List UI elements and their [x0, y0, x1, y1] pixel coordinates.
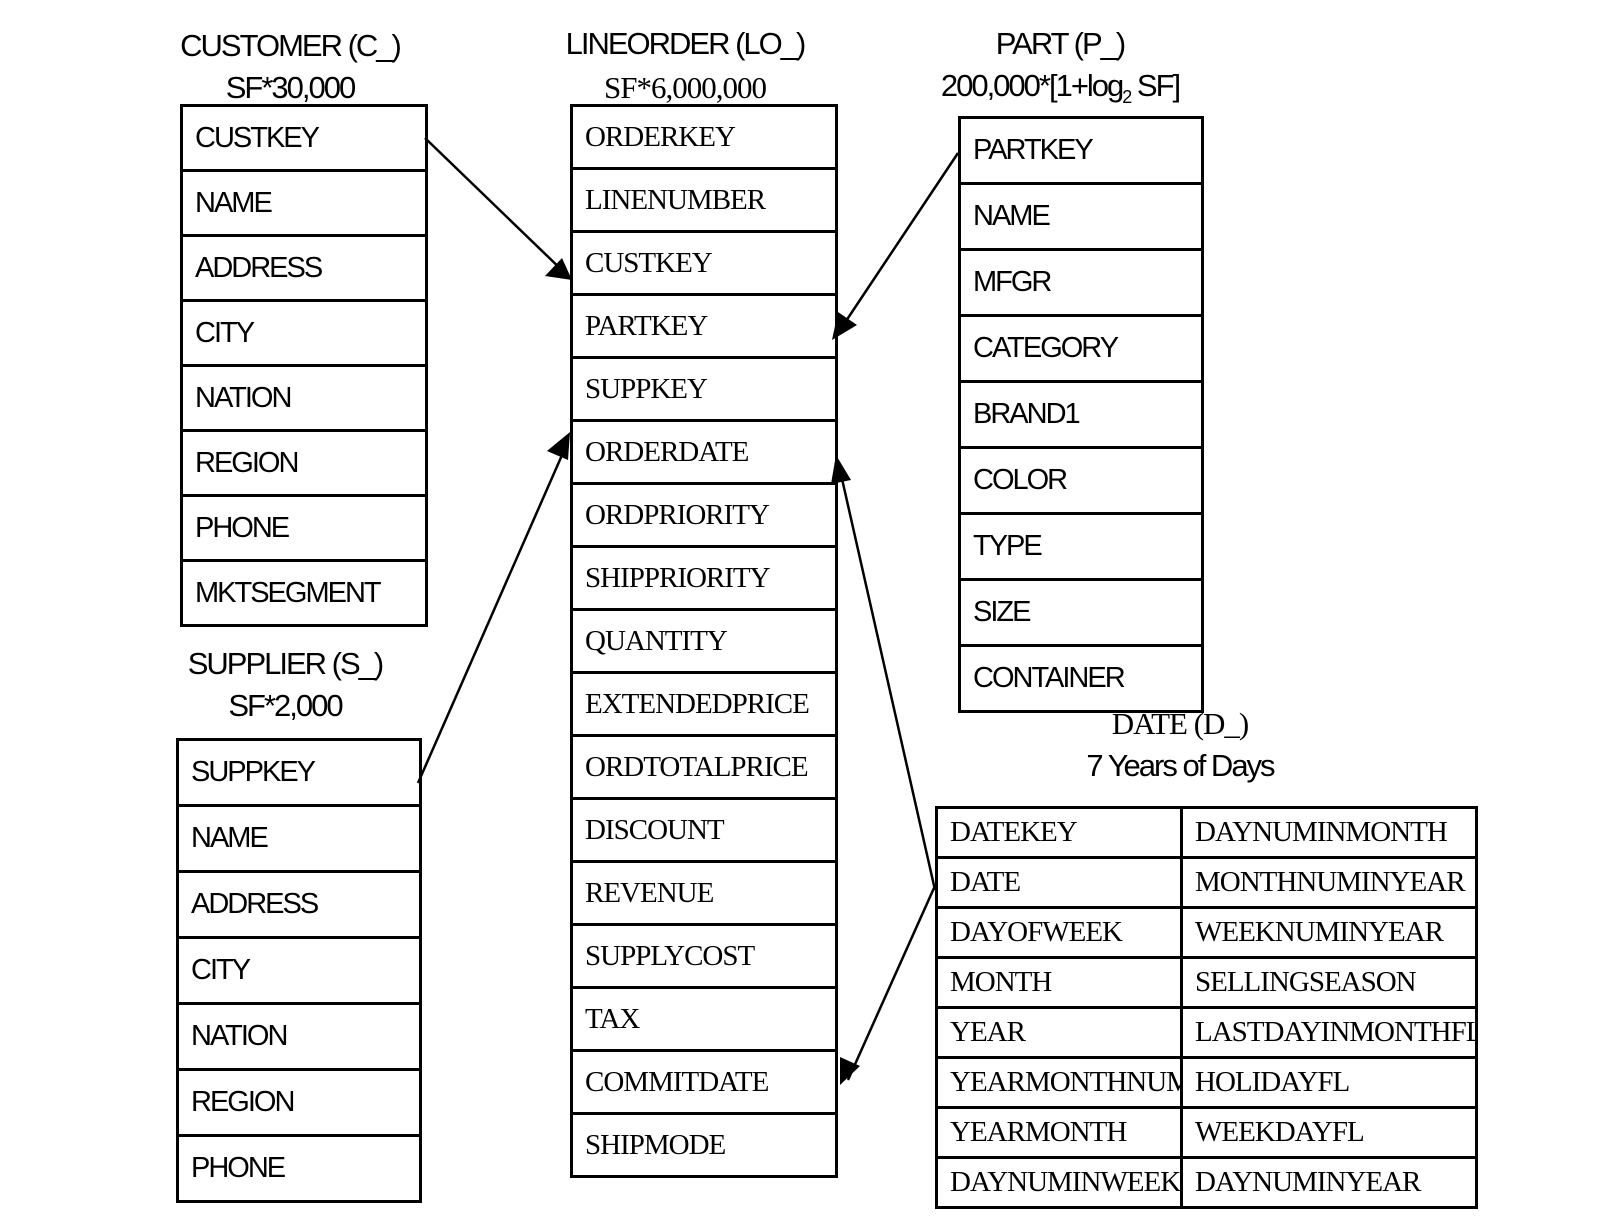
part-field-color: COLOR: [958, 446, 1204, 515]
customer-subtitle: SF*30,000: [225, 70, 357, 105]
lineorder-subtitle: SF*6,000,000: [604, 70, 767, 105]
part-field-container: CONTAINER: [958, 644, 1204, 713]
date-left-field-date: DATE: [935, 856, 1183, 909]
part-field-name: NAME: [958, 182, 1204, 251]
date-right-field-weekdayfl: WEEKDAYFL: [1180, 1106, 1478, 1159]
arrowhead-customer: [545, 258, 572, 280]
lineorder-field-ordpriority: ORDPRIORITY: [570, 482, 838, 548]
customer-title: CUSTOMER (C_): [180, 28, 402, 63]
date-right-field-daynuminmonth: DAYNUMINMONTH: [1180, 806, 1478, 859]
part-title: PART (P_): [995, 26, 1126, 61]
part-subtitle-prefix: 200,000*[1+log: [940, 68, 1124, 103]
arrowhead-supplier: [547, 432, 570, 460]
arrow-part-partkey-to-lineorder: [836, 152, 960, 334]
part-subtitle-suffix: SF]: [1130, 68, 1181, 103]
lineorder-field-supplycost: SUPPLYCOST: [570, 923, 838, 989]
part-field-category: CATEGORY: [958, 314, 1204, 383]
arrow-supplier-suppkey-to-lineorder: [416, 445, 568, 784]
customer-field-region: REGION: [180, 429, 428, 497]
lineorder-field-suppkey: SUPPKEY: [570, 356, 838, 422]
part-subtitle: 200,000*[1+log2 SF]: [890, 68, 1230, 108]
supplier-field-phone: PHONE: [176, 1134, 422, 1203]
lineorder-title: LINEORDER (LO_): [565, 26, 807, 61]
lineorder-field-shipmode: SHIPMODE: [570, 1112, 838, 1178]
date-left-field-month: MONTH: [935, 956, 1183, 1009]
arrowhead-part: [832, 312, 857, 340]
supplier-field-nation: NATION: [176, 1002, 422, 1071]
date-left-field-daynuminweek: DAYNUMINWEEK: [935, 1156, 1183, 1209]
customer-field-mktsegment: MKTSEGMENT: [180, 559, 428, 627]
part-subtitle-subscript: 2: [1122, 87, 1132, 108]
date-right-field-weeknuminyear: WEEKNUMINYEAR: [1180, 906, 1478, 959]
supplier-title: SUPPLIER (S_): [187, 646, 385, 681]
part-field-partkey: PARTKEY: [958, 116, 1204, 185]
supplier-field-city: CITY: [176, 936, 422, 1005]
arrow-date-to-orderdate: [838, 469, 937, 891]
part-field-size: SIZE: [958, 578, 1204, 647]
arrowhead-commitdate: [840, 1057, 860, 1085]
date-right-field-holidayfl: HOLIDAYFL: [1180, 1056, 1478, 1109]
arrow-date-to-commitdate: [846, 887, 936, 1081]
lineorder-field-custkey: CUSTKEY: [570, 230, 838, 296]
lineorder-field-orderdate: ORDERDATE: [570, 419, 838, 485]
part-field-mfgr: MFGR: [958, 248, 1204, 317]
customer-field-nation: NATION: [180, 364, 428, 432]
arrow-customer-custkey-to-lineorder: [424, 137, 569, 277]
date-subtitle: 7 Years of Days: [1086, 748, 1275, 783]
supplier-field-suppkey: SUPPKEY: [176, 738, 422, 807]
lineorder-field-shippriority: SHIPPRIORITY: [570, 545, 838, 611]
date-right-field-daynuminyear: DAYNUMINYEAR: [1180, 1156, 1478, 1209]
supplier-subtitle: SF*2,000: [228, 688, 343, 723]
arrowhead-orderdate: [831, 455, 851, 484]
supplier-field-address: ADDRESS: [176, 870, 422, 939]
